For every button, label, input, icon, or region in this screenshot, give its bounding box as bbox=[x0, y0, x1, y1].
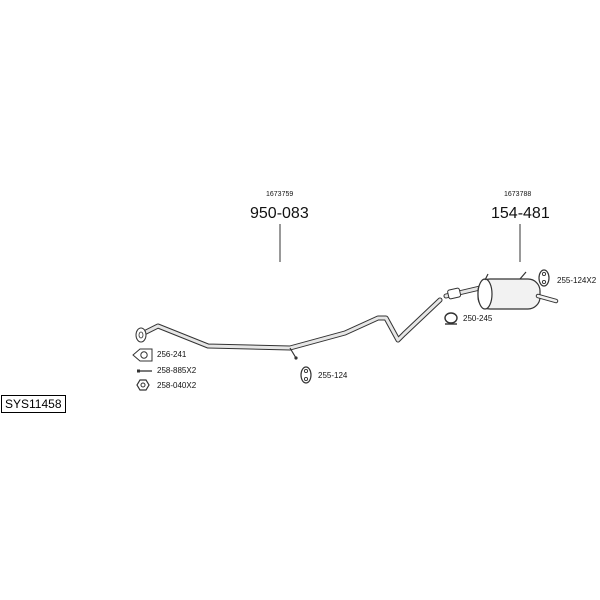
nut-code: 258-040X2 bbox=[157, 381, 197, 390]
clamp-icon bbox=[444, 312, 458, 325]
system-code-label: SYS11458 bbox=[1, 395, 66, 413]
front-pipe-sub-code: 1673759 bbox=[266, 191, 294, 198]
hanger-rear-code: 255-124X2 bbox=[557, 276, 597, 285]
gasket-icon bbox=[132, 348, 153, 362]
front-pipe bbox=[135, 297, 443, 360]
gasket-code: 256-241 bbox=[157, 350, 187, 359]
bolt-icon bbox=[137, 369, 152, 373]
bolt-code: 258-885X2 bbox=[157, 366, 197, 375]
rubber-hanger-rear-icon bbox=[538, 269, 550, 287]
rear-muffler bbox=[443, 271, 559, 310]
hanger-front-code: 255-124 bbox=[318, 371, 348, 380]
rear-muffler-sub-code: 1673788 bbox=[504, 191, 532, 198]
clamp-code: 250-245 bbox=[463, 314, 493, 323]
rear-muffler-code: 154-481 bbox=[491, 205, 550, 222]
front-pipe-code: 950-083 bbox=[250, 205, 309, 222]
nut-icon bbox=[136, 379, 150, 391]
rubber-hanger-front-icon bbox=[300, 366, 312, 384]
